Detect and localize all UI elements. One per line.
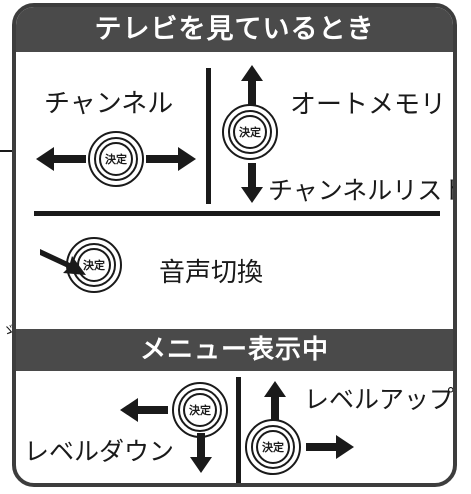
enter-button-level-up[interactable]: 決定 (245, 419, 301, 475)
button-label: 決定 (189, 404, 211, 417)
audio-switch-label: 音声切換 (159, 258, 264, 288)
press-arrow-icon (40, 243, 88, 283)
page-title: テレビを見ているとき (16, 7, 453, 52)
divider-horizontal (34, 211, 440, 216)
menu-section-title: メニュー表示中 (16, 329, 453, 371)
up-arrow-icon (241, 65, 263, 109)
right-arrow-icon (306, 435, 354, 463)
button-label: 決定 (83, 259, 105, 272)
divider-vertical-top (206, 68, 211, 204)
right-arrow-icon (146, 147, 196, 175)
button-face: 決定 (233, 115, 267, 149)
channel-label: チャンネル (44, 89, 174, 119)
channel-list-label: チャンネルリスト (268, 176, 457, 205)
button-face: 決定 (77, 248, 111, 282)
button-label: 決定 (239, 126, 261, 139)
left-arrow-icon (36, 147, 86, 175)
button-face: 決定 (183, 393, 217, 427)
level-up-label: レベルアップ (304, 385, 455, 414)
auto-memory-label: オートメモリ (290, 90, 447, 120)
enter-button-level-down[interactable]: 決定 (172, 382, 228, 438)
enter-button-memory[interactable]: 決定 (222, 104, 278, 160)
down-arrow-icon (190, 433, 212, 477)
button-face: 決定 (99, 142, 133, 176)
button-label: 決定 (105, 153, 127, 166)
button-ring (251, 425, 295, 469)
left-arrow-icon (120, 398, 168, 426)
divider-vertical-bottom (236, 377, 241, 483)
button-ring (178, 388, 222, 432)
up-arrow-icon (264, 381, 286, 425)
down-arrow-icon (241, 163, 263, 207)
remote-guide-panel: テレビを見ているとき チャンネル 決定 決定 オートメモリ チャンネルリスト 決… (12, 3, 457, 487)
button-label: 決定 (262, 441, 284, 454)
edge-tick (0, 150, 14, 152)
button-face: 決定 (256, 430, 290, 464)
button-ring (94, 137, 138, 181)
enter-button-channel[interactable]: 決定 (88, 131, 144, 187)
button-ring (228, 110, 272, 154)
level-down-label: レベルダウン (24, 437, 175, 466)
